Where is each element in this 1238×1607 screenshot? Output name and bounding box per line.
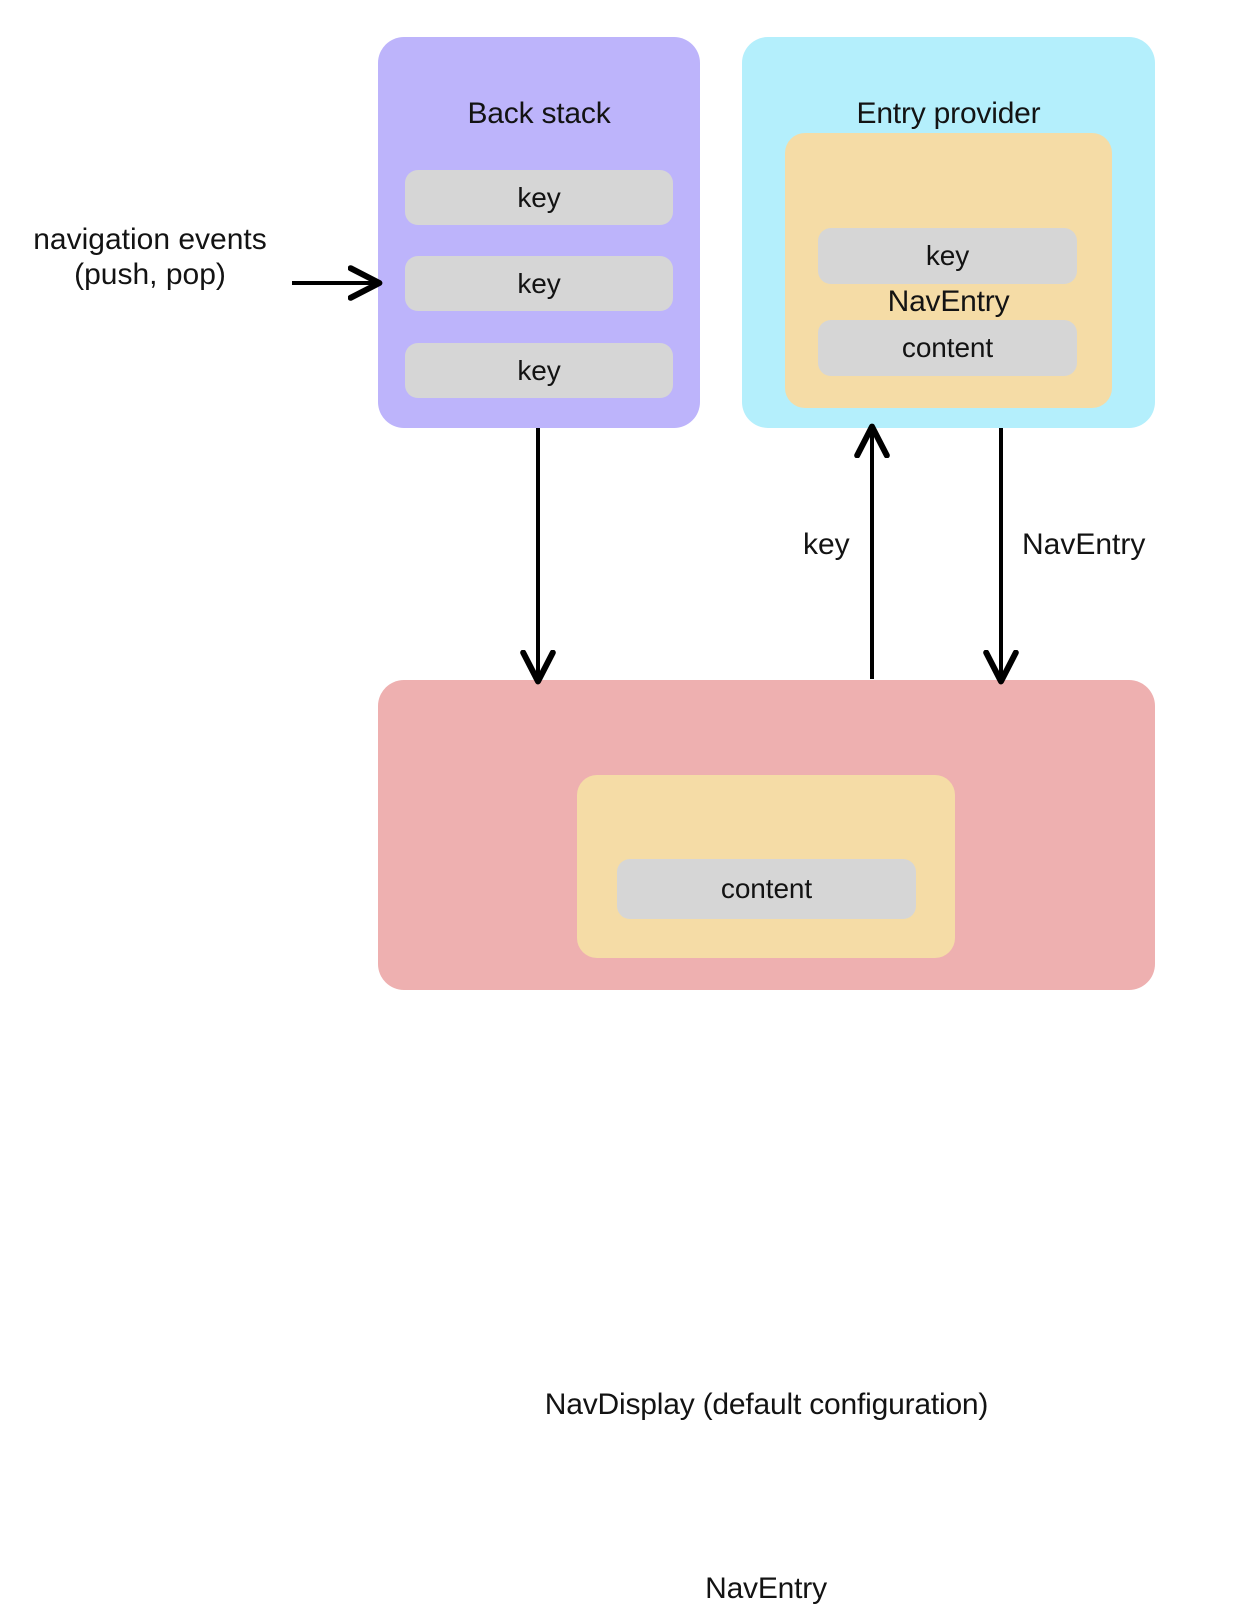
entry-provider-title: Entry provider [856,97,1041,130]
chip-label: key [517,181,561,213]
chip-label: content [720,873,813,904]
navigation-events-label: navigation events (push, pop) [33,223,267,292]
back-stack-key-chip: key [405,170,673,225]
chip-label: key [517,354,561,386]
chip-label: content [901,332,994,363]
chip-label: key [517,267,561,299]
back-stack-key-chip: key [405,256,673,311]
nav-entry-key-chip: key [818,228,1077,284]
nav-entry-content-chip: content [617,859,916,919]
nav-display-title: NavDisplay (default configuration) [544,1388,989,1421]
nav-entry-title: NavEntry [705,1572,827,1605]
back-stack-key-chip: key [405,343,673,398]
chip-label: key [925,240,970,271]
nav-entry-edge-label: NavEntry [1022,528,1146,561]
key-edge-label: key [803,528,850,561]
back-stack-title: Back stack [467,97,611,130]
nav-entry-content-chip: content [818,320,1077,376]
architecture-diagram: Back stack key key key Entry provider Na… [33,37,1155,1605]
nav-entry-title: NavEntry [887,285,1010,318]
